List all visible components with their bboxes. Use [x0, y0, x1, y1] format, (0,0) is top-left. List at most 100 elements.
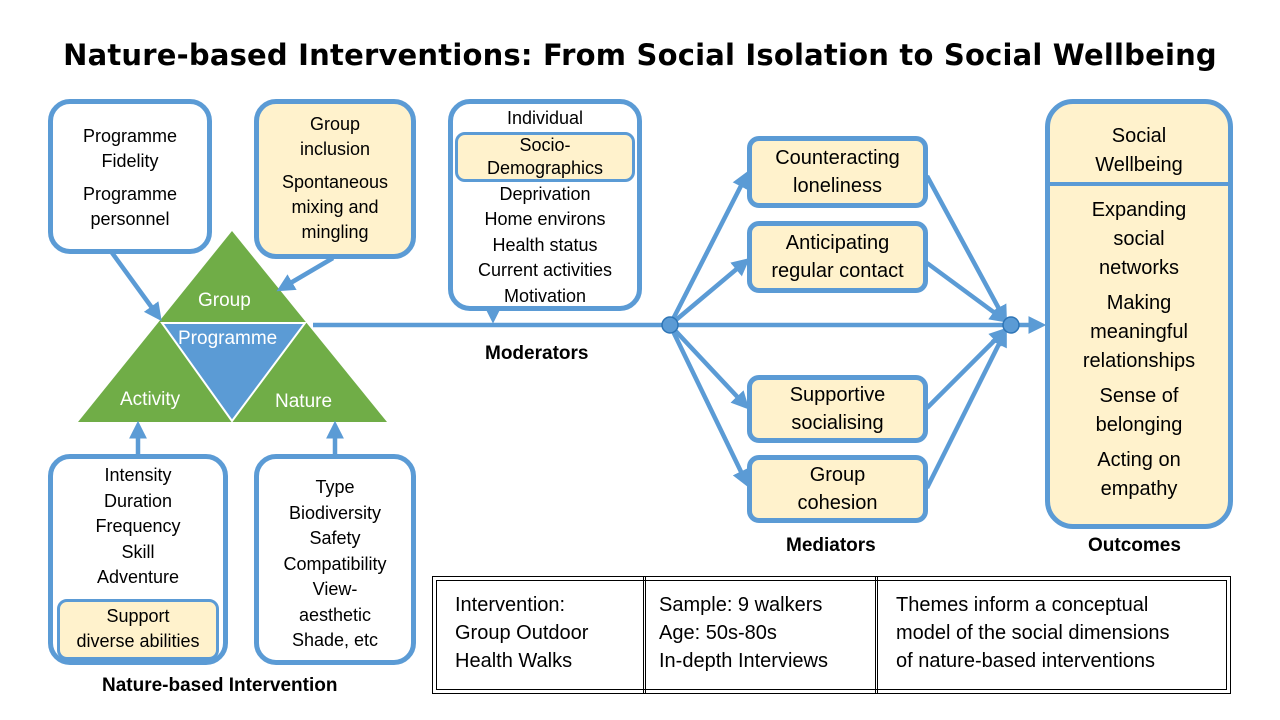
outcomes-box: Social Wellbeing Expanding social networ…	[1045, 99, 1233, 529]
moderator-item: Health status	[492, 234, 598, 255]
programme-fidelity-box: Programme Fidelity Programme personnel	[48, 99, 212, 254]
outcome-line: relationships	[1082, 350, 1196, 372]
mediator-line: Supportive	[789, 384, 886, 406]
activity-item: Intensity	[104, 465, 172, 485]
activity-item: Frequency	[95, 516, 181, 536]
triangle-label-nature: Nature	[275, 391, 333, 412]
mediator-line: loneliness	[793, 175, 882, 197]
info-line: Health Walks	[455, 650, 573, 672]
outcomes-list: Expanding social networks Making meaning…	[1083, 186, 1195, 504]
nature-item: Safety	[309, 528, 361, 548]
info-line: Group Outdoor	[455, 622, 589, 644]
moderator-item: Current activities	[477, 260, 613, 280]
info-line: of nature-based interventions	[896, 650, 1156, 672]
mediator-supportive-socialising: Supportive socialising	[747, 375, 928, 443]
info-divider	[875, 577, 878, 693]
individual-header: Individual	[506, 108, 584, 128]
header-line: Wellbeing	[1095, 154, 1183, 176]
moderator-item: Deprivation	[499, 183, 591, 204]
arrow-from-cohesion	[924, 328, 1007, 490]
spontaneous-label: Spontaneous	[281, 172, 389, 192]
triangle-label-group: Group	[198, 290, 251, 311]
nature-item: Shade, etc	[291, 630, 379, 650]
support-abilities-box: Support diverse abilities	[57, 598, 219, 660]
mediator-group-cohesion: Group cohesion	[747, 455, 928, 523]
outcome-line: networks	[1098, 257, 1179, 279]
arrow-inclusion-to-triangle	[276, 256, 335, 292]
outcome-line: Sense of	[1099, 385, 1179, 407]
junction-node-left	[661, 316, 679, 334]
activity-item: Adventure	[96, 567, 180, 587]
inclusion-label: inclusion	[299, 139, 371, 159]
outcome-line: meaningful	[1090, 321, 1188, 343]
info-line: In-depth Interviews	[659, 650, 828, 672]
outcome-line: Making	[1106, 292, 1172, 314]
mediator-line: cohesion	[797, 492, 878, 514]
fidelity-label: Fidelity	[101, 151, 159, 171]
outcome-line: Acting on	[1097, 449, 1181, 471]
arrow-to-anticipating	[668, 257, 750, 327]
info-divider	[643, 577, 646, 693]
info-line: Intervention:	[455, 594, 566, 616]
arrow-to-cohesion	[667, 324, 750, 488]
activity-box: Intensity Duration Frequency Skill Adven…	[48, 454, 228, 665]
outcome-line: belonging	[1095, 414, 1183, 436]
moderators-box: Individual Socio- Demographics Deprivati…	[448, 99, 642, 311]
mediator-line: socialising	[791, 412, 884, 434]
info-inner-frame	[436, 580, 1227, 690]
intervention-label: Nature-based Intervention	[102, 675, 338, 696]
mediator-line: Group	[809, 464, 866, 486]
outcome-line: Expanding	[1091, 199, 1187, 221]
outcomes-label: Outcomes	[1088, 535, 1181, 556]
outcome-line: social	[1113, 228, 1165, 250]
info-line: Sample: 9 walkers	[659, 594, 823, 616]
nature-item: aesthetic	[298, 604, 372, 625]
triangle-center	[160, 322, 307, 423]
arrow-fidelity-to-triangle	[108, 248, 162, 322]
arrow-from-counteracting	[925, 174, 1008, 324]
nature-item: Compatibility	[283, 553, 387, 574]
moderators-label: Moderators	[485, 343, 589, 364]
intervention-cell: Intervention: Group Outdoor Health Walks	[455, 577, 641, 693]
study-info-table: Intervention: Group Outdoor Health Walks…	[432, 576, 1231, 694]
mediators-label: Mediators	[786, 535, 876, 556]
sample-cell: Sample: 9 walkers Age: 50s-80s In-depth …	[659, 577, 873, 693]
support-label: Support	[106, 606, 170, 627]
outcome-line: empathy	[1100, 478, 1178, 500]
arrow-to-supportive	[668, 323, 750, 410]
themes-cell: Themes inform a conceptual model of the …	[896, 577, 1226, 693]
programme-label-2: Programme	[82, 184, 178, 204]
mediator-line: Counteracting	[775, 147, 900, 169]
group-label: Group	[309, 114, 361, 134]
group-inclusion-box: Group inclusion Spontaneous mixing and m…	[254, 99, 416, 259]
personnel-label: personnel	[90, 209, 170, 229]
moderator-item: Motivation	[503, 285, 587, 306]
mediator-anticipating-regular-contact: Anticipating regular contact	[747, 221, 928, 293]
socio-demographics-box: Socio- Demographics	[455, 131, 635, 182]
info-line: Themes inform a conceptual	[896, 594, 1149, 616]
info-line: Age: 50s-80s	[659, 622, 777, 644]
mediator-line: regular contact	[771, 260, 904, 282]
programme-label: Programme	[82, 126, 178, 146]
nature-item: View-	[312, 579, 358, 599]
mediator-line: Anticipating	[785, 232, 890, 254]
header-line: Social	[1111, 125, 1167, 147]
mediator-counteracting-loneliness: Counteracting loneliness	[747, 136, 928, 208]
activity-item: Duration	[103, 490, 173, 511]
nature-item: Biodiversity	[288, 502, 382, 523]
arrow-to-counteracting	[667, 170, 749, 327]
page-title: Nature-based Interventions: From Social …	[63, 38, 1217, 72]
nature-box: Type Biodiversity Safety Compatibility V…	[254, 454, 416, 665]
demographics-label: Demographics	[486, 157, 604, 178]
mixing-label: mixing and	[291, 197, 379, 217]
junction-node-right	[1002, 316, 1020, 334]
arrow-from-supportive	[925, 327, 1008, 410]
triangle-label-activity: Activity	[120, 389, 181, 410]
arrow-from-anticipating	[925, 261, 1009, 323]
info-line: model of the social dimensions	[896, 622, 1170, 644]
diverse-abilities-label: diverse abilities	[76, 631, 200, 652]
nature-item: Type	[315, 477, 355, 497]
mingling-label: mingling	[301, 222, 369, 242]
